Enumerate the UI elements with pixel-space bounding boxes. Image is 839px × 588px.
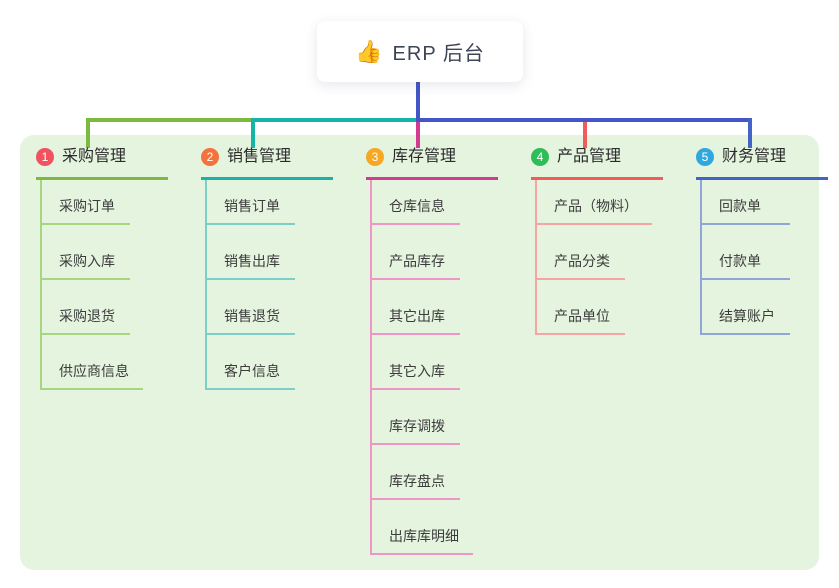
child-row: 库存盘点 [372, 445, 473, 500]
branch-node[interactable]: 5 财务管理 [696, 146, 828, 180]
branch-node[interactable]: 2 销售管理 [201, 146, 333, 180]
child-node[interactable]: 其它入库 [372, 361, 460, 390]
connector-root-stem [416, 82, 420, 118]
child-node[interactable]: 采购入库 [42, 251, 130, 280]
branch-node-label: 库存管理 [392, 148, 457, 165]
child-row: 出库库明细 [372, 500, 473, 555]
child-node[interactable]: 采购退货 [42, 306, 130, 335]
branch-node-label: 财务管理 [722, 148, 787, 165]
root-node-label: ERP 后台 [392, 43, 485, 65]
child-row: 采购入库 [42, 225, 143, 280]
child-node[interactable]: 回款单 [702, 196, 790, 225]
branch-children: 回款单 付款单 结算账户 [700, 180, 790, 335]
branch-children: 产品（物料） 产品分类 产品单位 [535, 180, 652, 335]
child-row: 采购订单 [42, 180, 143, 225]
child-node[interactable]: 其它出库 [372, 306, 460, 335]
child-row: 仓库信息 [372, 180, 473, 225]
child-node[interactable]: 销售退货 [207, 306, 295, 335]
child-row: 采购退货 [42, 280, 143, 335]
child-node[interactable]: 产品库存 [372, 251, 460, 280]
child-row: 销售退货 [207, 280, 295, 335]
thumbs-up-icon: 👍 [355, 38, 383, 64]
connector-drop-1 [86, 118, 90, 148]
child-node[interactable]: 库存调拨 [372, 416, 460, 445]
branch-column-3: 3 库存管理 仓库信息 产品库存 其它出库 其它入库 库存调拨 库存盘点 出库库… [366, 146, 498, 555]
child-row: 其它入库 [372, 335, 473, 390]
child-node[interactable]: 销售出库 [207, 251, 295, 280]
branch-number-badge: 1 [36, 148, 54, 166]
connector-drop-4 [583, 122, 587, 148]
branch-node-label: 销售管理 [227, 148, 292, 165]
branch-column-2: 2 销售管理 销售订单 销售出库 销售退货 客户信息 [201, 146, 333, 390]
mindmap-panel [20, 135, 819, 570]
child-node[interactable]: 采购订单 [42, 196, 130, 225]
branch-node[interactable]: 3 库存管理 [366, 146, 498, 180]
child-row: 产品（物料） [537, 180, 652, 225]
branch-number-badge: 2 [201, 148, 219, 166]
child-row: 产品分类 [537, 225, 652, 280]
branch-number-badge: 5 [696, 148, 714, 166]
branch-number-badge: 4 [531, 148, 549, 166]
child-node[interactable]: 付款单 [702, 251, 790, 280]
child-row: 销售出库 [207, 225, 295, 280]
child-row: 付款单 [702, 225, 790, 280]
root-node[interactable]: 👍 ERP 后台 [317, 21, 523, 82]
child-row: 产品库存 [372, 225, 473, 280]
branch-children: 采购订单 采购入库 采购退货 供应商信息 [40, 180, 143, 390]
child-row: 产品单位 [537, 280, 652, 335]
child-node[interactable]: 库存盘点 [372, 471, 460, 500]
child-row: 销售订单 [207, 180, 295, 225]
child-node[interactable]: 产品分类 [537, 251, 625, 280]
child-node[interactable]: 出库库明细 [372, 526, 473, 555]
child-row: 结算账户 [702, 280, 790, 335]
branch-children: 销售订单 销售出库 销售退货 客户信息 [205, 180, 295, 390]
branch-node-label: 采购管理 [62, 148, 127, 165]
child-node[interactable]: 供应商信息 [42, 361, 143, 390]
child-node[interactable]: 客户信息 [207, 361, 295, 390]
connector-bus-blue [416, 118, 752, 122]
branch-children: 仓库信息 产品库存 其它出库 其它入库 库存调拨 库存盘点 出库库明细 [370, 180, 473, 555]
branch-node-label: 产品管理 [557, 148, 622, 165]
child-node[interactable]: 仓库信息 [372, 196, 460, 225]
connector-drop-5 [748, 118, 752, 148]
child-row: 回款单 [702, 180, 790, 225]
branch-number-badge: 3 [366, 148, 384, 166]
child-node[interactable]: 销售订单 [207, 196, 295, 225]
connector-bus-green [86, 118, 255, 122]
branch-column-4: 4 产品管理 产品（物料） 产品分类 产品单位 [531, 146, 663, 335]
connector-drop-3 [416, 122, 420, 148]
child-row: 供应商信息 [42, 335, 143, 390]
child-row: 其它出库 [372, 280, 473, 335]
connector-bus-teal [251, 118, 420, 122]
branch-column-1: 1 采购管理 采购订单 采购入库 采购退货 供应商信息 [36, 146, 168, 390]
child-node[interactable]: 结算账户 [702, 306, 790, 335]
child-node[interactable]: 产品（物料） [537, 196, 652, 225]
child-row: 库存调拨 [372, 390, 473, 445]
connector-drop-2 [251, 118, 255, 148]
branch-node[interactable]: 1 采购管理 [36, 146, 168, 180]
child-node[interactable]: 产品单位 [537, 306, 625, 335]
branch-column-5: 5 财务管理 回款单 付款单 结算账户 [696, 146, 828, 335]
branch-node[interactable]: 4 产品管理 [531, 146, 663, 180]
child-row: 客户信息 [207, 335, 295, 390]
